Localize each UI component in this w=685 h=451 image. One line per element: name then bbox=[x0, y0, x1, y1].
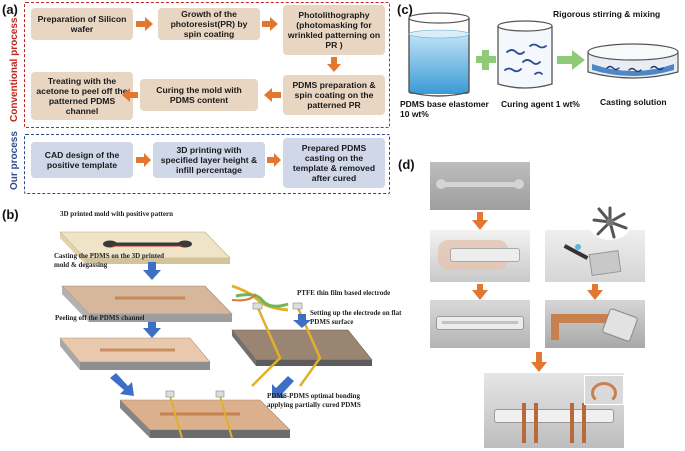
label-setting-electrode: Setting up the electrode on flat PDMS su… bbox=[310, 309, 402, 326]
flat-pdms-electrodes bbox=[231, 302, 373, 387]
panel-d-arrows bbox=[472, 212, 603, 372]
arrow-down-icon bbox=[531, 352, 547, 372]
arrow-down-icon bbox=[472, 284, 488, 300]
process-arrows bbox=[122, 17, 341, 167]
arrow-right-icon bbox=[136, 17, 153, 31]
step-photoresist-growth: Growth of the photoresist(PR) by spin co… bbox=[158, 8, 260, 40]
our-process-box bbox=[24, 134, 390, 194]
plus-icon bbox=[476, 50, 496, 70]
step-silicon-wafer: Preparation of Silicon wafer bbox=[31, 8, 133, 40]
conventional-process-box bbox=[24, 2, 390, 128]
panel-b-illustration bbox=[59, 231, 373, 439]
arrow-right-icon bbox=[557, 50, 585, 70]
photo-electrode-film bbox=[545, 230, 645, 282]
label-base-elastomer: PDMS base elastomer 10 wt% bbox=[400, 99, 489, 119]
panel-c-label: (c) bbox=[397, 2, 413, 17]
printed-mold bbox=[59, 231, 231, 264]
peeled-channel bbox=[59, 337, 211, 370]
beaker-curing-agent bbox=[497, 20, 553, 89]
arrow-diag-left-icon bbox=[272, 376, 294, 398]
arrow-right-icon bbox=[267, 153, 281, 167]
step-3d-printing: 3D printing with specified layer height … bbox=[153, 142, 265, 178]
arrow-down-icon bbox=[293, 314, 311, 328]
label-casting-solution: Casting solution bbox=[600, 97, 667, 107]
arrow-right-icon bbox=[136, 153, 151, 167]
casting-mold bbox=[61, 285, 233, 322]
photo-peeling-pdms bbox=[430, 230, 530, 282]
arrow-down-icon bbox=[327, 57, 341, 72]
panel-c-illustration bbox=[408, 12, 679, 97]
label-casting-degassing: Casting the PDMS on the 3D printed mold … bbox=[54, 252, 165, 269]
panel-a-label: (a) bbox=[2, 2, 18, 17]
label-stirring: Rigorous stirring & mixing bbox=[553, 9, 661, 19]
arrow-down-icon bbox=[143, 262, 161, 280]
step-pdms-casting: Prepared PDMS casting on the template & … bbox=[283, 138, 385, 188]
photo-bonded-channel bbox=[430, 300, 530, 348]
photo-sem-inset bbox=[588, 204, 632, 240]
arrow-down-icon bbox=[472, 212, 488, 230]
step-pdms-spin-coating: PDMS preparation & spin coating on the p… bbox=[283, 75, 385, 115]
label-curing-agent: Curing agent 1 wt% bbox=[501, 99, 580, 109]
arrow-left-icon bbox=[122, 88, 138, 102]
beaker-base-elastomer bbox=[408, 12, 470, 97]
arrow-down-icon bbox=[587, 284, 603, 300]
label-pdms-bonding: PDMS-PDMS optimal bonding applying parti… bbox=[267, 392, 361, 409]
panel-b-label: (b) bbox=[2, 207, 19, 222]
step-cad-design: CAD design of the positive template bbox=[31, 142, 133, 178]
label-peeling-channel: Peeling off the PDMS channel bbox=[55, 314, 145, 322]
photo-bent-device bbox=[545, 300, 645, 348]
label-printed-mold: 3D printed mold with positive pattern bbox=[60, 210, 173, 218]
ptfe-electrode bbox=[231, 284, 289, 312]
step-acetone-peel: Treating with the acetone to peel off th… bbox=[31, 72, 133, 120]
bonded-device bbox=[119, 390, 291, 439]
step-photolithography: Photolithography (photomasking for wrink… bbox=[283, 5, 385, 55]
arrow-down-icon bbox=[143, 322, 161, 338]
photo-flexible-inset bbox=[584, 375, 624, 405]
label-ptfe-electrode: PTFE thin film based electrode bbox=[297, 289, 391, 297]
photo-pdms-channel-mold bbox=[430, 162, 530, 210]
arrow-left-icon bbox=[264, 88, 281, 102]
petri-dish-casting bbox=[587, 43, 679, 79]
arrow-diag-right-icon bbox=[110, 373, 134, 396]
panel-d-label: (d) bbox=[398, 157, 415, 172]
step-curing-mold: Curing the mold with PDMS content bbox=[140, 79, 258, 111]
arrow-right-icon bbox=[262, 17, 278, 31]
